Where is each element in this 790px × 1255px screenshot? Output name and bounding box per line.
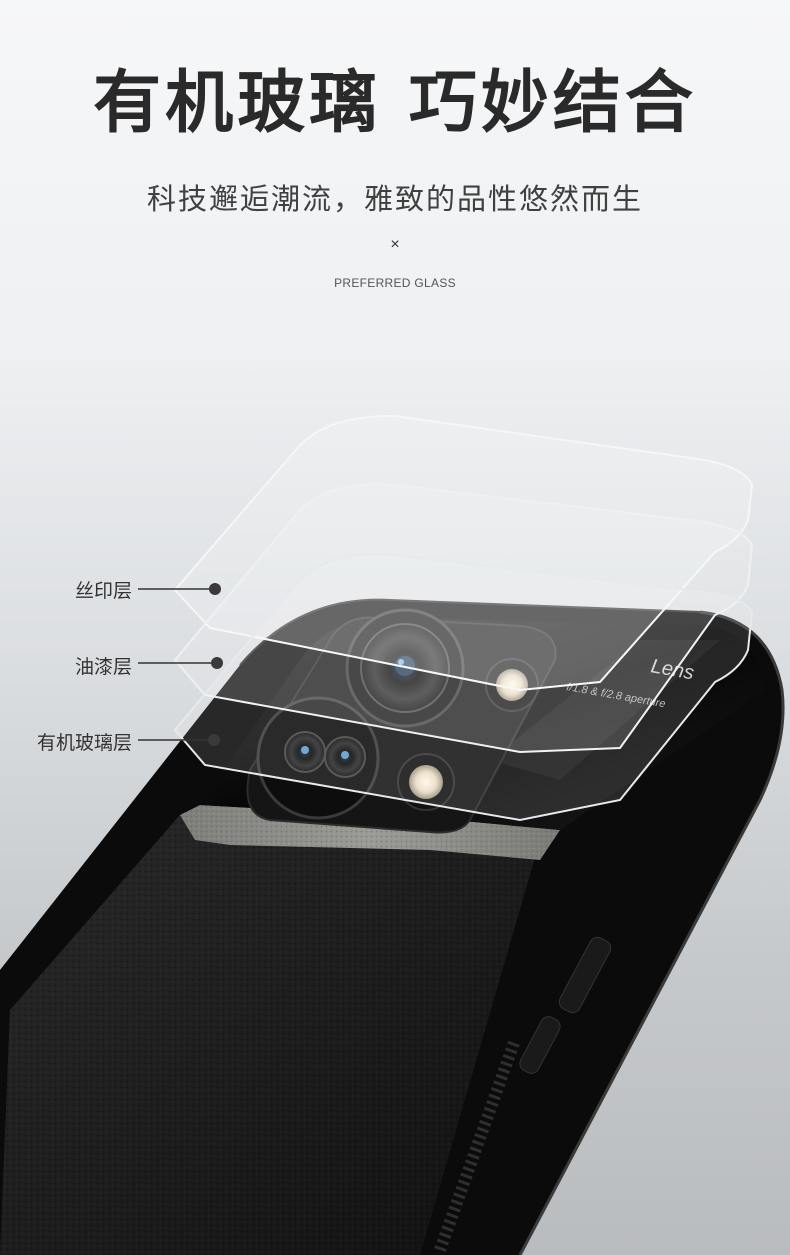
callout-dot-paint: [211, 657, 223, 669]
callout-dot-glass: [208, 734, 220, 746]
separator-mark: ×: [390, 236, 400, 253]
callout-dots: [208, 583, 223, 746]
callout-lines: [138, 588, 216, 741]
page-subtitle: 科技邂逅潮流，雅致的品性悠然而生: [146, 182, 643, 216]
page-title: 有机玻璃 巧妙结合: [93, 64, 697, 143]
glass-layer-top: [173, 414, 754, 692]
layer-label-paint: 油漆层: [74, 656, 132, 678]
layer-label-silk-print: 丝印层: [74, 580, 132, 602]
phone-case: [0, 598, 785, 1255]
layer-label-acrylic-glass: 有机玻璃层: [36, 732, 132, 754]
glass-layer-bottom: [173, 553, 754, 822]
tagline: PREFERRED GLASS: [334, 276, 456, 290]
glass-layer-middle: [173, 483, 754, 754]
callout-dot-silk: [209, 583, 221, 595]
glass-layers: [173, 414, 754, 822]
